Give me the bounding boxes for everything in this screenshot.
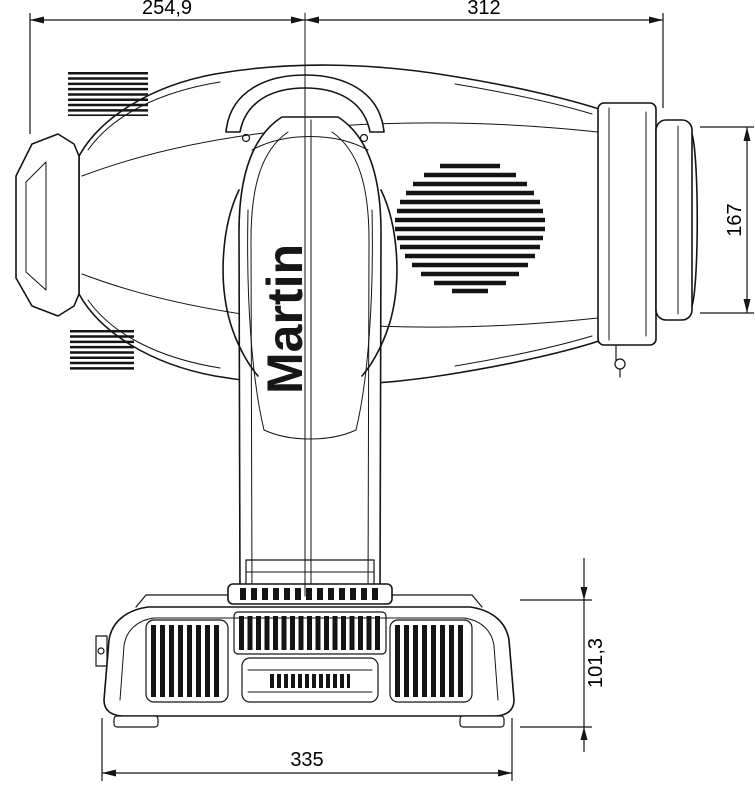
- dimension-label-base-width: 335: [290, 749, 323, 771]
- dimension-annotations: [29, 13, 754, 781]
- intake-grille: [395, 163, 545, 294]
- lens-height-dimension: [700, 126, 754, 314]
- base-vent-right: [389, 619, 473, 703]
- moving-head-fixture: [15, 12, 699, 728]
- base-width-dimension: [101, 718, 513, 781]
- dimension-label-top-left: 254,9: [142, 0, 192, 19]
- base-feet: [113, 715, 505, 728]
- base-vent-center: [233, 611, 387, 655]
- top-dimension: [29, 13, 664, 134]
- dimension-label-base-height: 101,3: [585, 638, 607, 688]
- base-latch: [95, 635, 108, 667]
- labels: 254,9 312 167 101,3 335 Martin: [142, 0, 746, 771]
- carrying-handle: [225, 74, 385, 133]
- dimension-label-lens-height: 167: [724, 203, 746, 236]
- lens-barrel: [655, 119, 699, 321]
- base-height-dimension: [520, 558, 592, 752]
- base-vent-left: [145, 619, 229, 703]
- yoke-arm: [222, 116, 398, 599]
- cable-hook-detail: [614, 344, 626, 378]
- dimension-label-top-right: 312: [467, 0, 500, 19]
- rear-cap: [15, 133, 80, 317]
- base-center-panel: [241, 657, 379, 703]
- martin-logo: Martin: [257, 244, 313, 394]
- base: [95, 594, 515, 728]
- yoke-foot-flange: [227, 559, 393, 605]
- front-bezel: [597, 102, 657, 346]
